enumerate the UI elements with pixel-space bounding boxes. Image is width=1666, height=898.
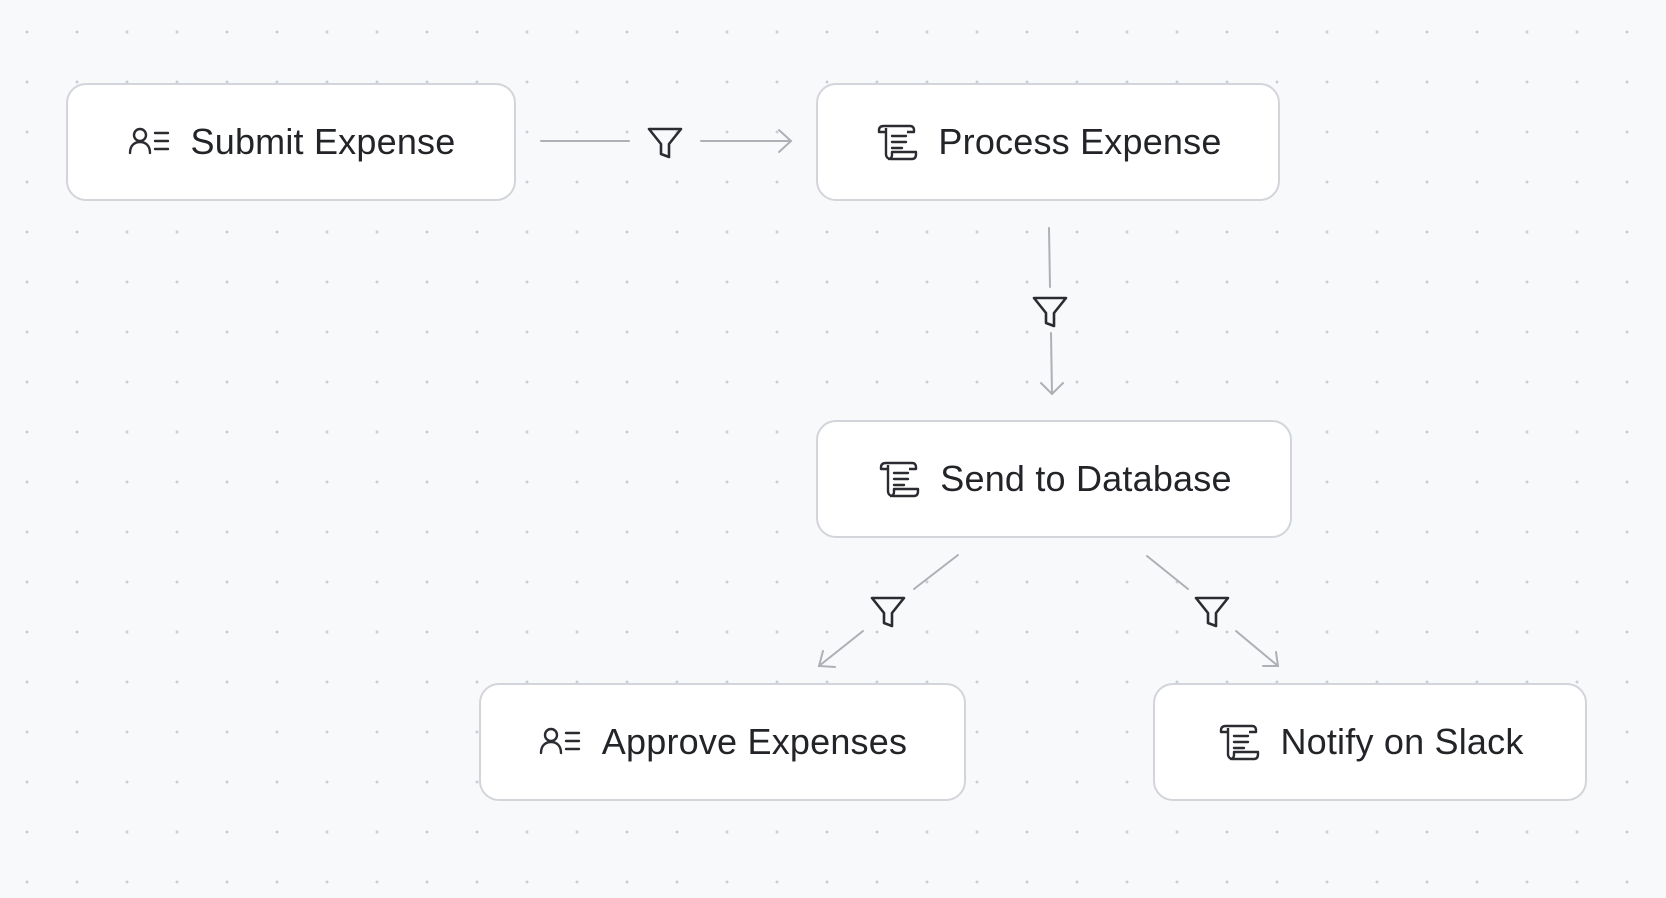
node-label: Approve Expenses — [601, 721, 908, 762]
node-send-to-database[interactable]: Send to Database — [816, 420, 1292, 538]
edge-submit-to-process[interactable] — [540, 129, 793, 153]
script-icon — [876, 457, 920, 501]
filter-icon[interactable] — [647, 127, 683, 159]
node-approve-expenses[interactable]: Approve Expenses — [479, 683, 966, 801]
node-label: Submit Expense — [190, 121, 456, 162]
node-submit-expense[interactable]: Submit Expense — [66, 83, 516, 201]
user-list-icon — [538, 720, 582, 764]
node-label: Process Expense — [938, 121, 1222, 162]
filter-icon[interactable] — [1032, 296, 1068, 328]
script-icon — [874, 120, 918, 164]
node-notify-on-slack[interactable]: Notify on Slack — [1153, 683, 1587, 801]
script-icon — [1216, 720, 1260, 764]
edge-process-to-send[interactable] — [1040, 227, 1064, 396]
user-list-icon — [127, 120, 171, 164]
node-label: Send to Database — [940, 458, 1232, 499]
filter-icon[interactable] — [1194, 596, 1230, 628]
filter-icon[interactable] — [870, 596, 906, 628]
edge-send-to-notify[interactable] — [1146, 555, 1280, 667]
edge-send-to-approve[interactable] — [817, 554, 959, 668]
node-process-expense[interactable]: Process Expense — [816, 83, 1280, 201]
node-label: Notify on Slack — [1280, 721, 1524, 762]
